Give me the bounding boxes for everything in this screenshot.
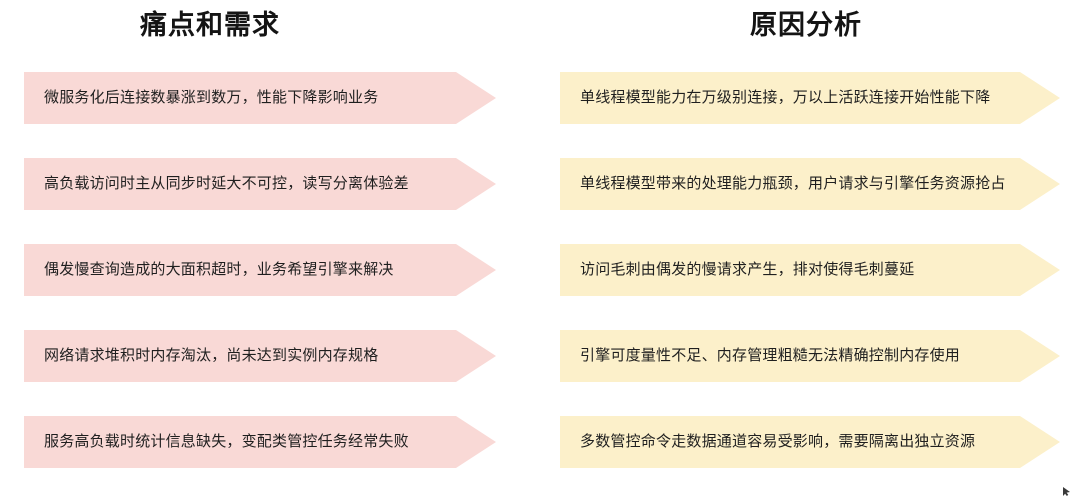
list-item[interactable]: 单线程模型能力在万级别连接，万以上活跃连接开始性能下降 (540, 72, 1080, 124)
arrow-banner[interactable]: 偶发慢查询造成的大面积超时，业务希望引擎来解决 (24, 244, 496, 296)
list-item[interactable]: 网络请求堆积时内存淘汰，尚未达到实例内存规格 (0, 330, 540, 382)
arrow-list-cause-analysis: 单线程模型能力在万级别连接，万以上活跃连接开始性能下降 单线程模型带来的处理能力… (540, 72, 1080, 502)
list-item[interactable]: 引擎可度量性不足、内存管理粗糙无法精确控制内存使用 (540, 330, 1080, 382)
list-item[interactable]: 高负载访问时主从同步时延大不可控，读写分离体验差 (0, 158, 540, 210)
arrow-label: 多数管控命令走数据通道容易受影响，需要隔离出独立资源 (580, 433, 976, 450)
arrow-label: 单线程模型带来的处理能力瓶颈，用户请求与引擎任务资源抢占 (580, 175, 1006, 192)
list-item[interactable]: 单线程模型带来的处理能力瓶颈，用户请求与引擎任务资源抢占 (540, 158, 1080, 210)
column-cause-analysis: 原因分析 单线程模型能力在万级别连接，万以上活跃连接开始性能下降 单线程模型带来… (540, 0, 1080, 501)
mouse-cursor-icon (1063, 487, 1070, 496)
arrow-list-pain-points: 微服务化后连接数暴涨到数万，性能下降影响业务 高负载访问时主从同步时延大不可控，… (0, 72, 540, 502)
arrow-banner[interactable]: 高负载访问时主从同步时延大不可控，读写分离体验差 (24, 158, 496, 210)
list-item[interactable]: 访问毛刺由偶发的慢请求产生，排对使得毛刺蔓延 (540, 244, 1080, 296)
list-item[interactable]: 多数管控命令走数据通道容易受影响，需要隔离出独立资源 (540, 416, 1080, 468)
arrow-label: 高负载访问时主从同步时延大不可控，读写分离体验差 (44, 175, 409, 192)
arrow-banner[interactable]: 网络请求堆积时内存淘汰，尚未达到实例内存规格 (24, 330, 496, 382)
arrow-label: 网络请求堆积时内存淘汰，尚未达到实例内存规格 (44, 347, 379, 364)
list-item[interactable]: 服务高负载时统计信息缺失，变配类管控任务经常失败 (0, 416, 540, 468)
arrow-banner[interactable]: 引擎可度量性不足、内存管理粗糙无法精确控制内存使用 (560, 330, 1060, 382)
arrow-label: 访问毛刺由偶发的慢请求产生，排对使得毛刺蔓延 (580, 261, 915, 278)
list-item[interactable]: 偶发慢查询造成的大面积超时，业务希望引擎来解决 (0, 244, 540, 296)
arrow-label: 偶发慢查询造成的大面积超时，业务希望引擎来解决 (44, 261, 394, 278)
arrow-banner[interactable]: 单线程模型带来的处理能力瓶颈，用户请求与引擎任务资源抢占 (560, 158, 1060, 210)
arrow-banner[interactable]: 单线程模型能力在万级别连接，万以上活跃连接开始性能下降 (560, 72, 1060, 124)
arrow-banner[interactable]: 访问毛刺由偶发的慢请求产生，排对使得毛刺蔓延 (560, 244, 1060, 296)
arrow-label: 单线程模型能力在万级别连接，万以上活跃连接开始性能下降 (580, 89, 991, 106)
arrow-banner[interactable]: 微服务化后连接数暴涨到数万，性能下降影响业务 (24, 72, 496, 124)
arrow-label: 微服务化后连接数暴涨到数万，性能下降影响业务 (44, 89, 379, 106)
arrow-banner[interactable]: 服务高负载时统计信息缺失，变配类管控任务经常失败 (24, 416, 496, 468)
column-pain-points: 痛点和需求 微服务化后连接数暴涨到数万，性能下降影响业务 高负载访问时主从同步时… (0, 0, 540, 501)
arrow-banner[interactable]: 多数管控命令走数据通道容易受影响，需要隔离出独立资源 (560, 416, 1060, 468)
column-title-pain-points: 痛点和需求 (140, 10, 280, 40)
column-title-cause-analysis: 原因分析 (750, 10, 862, 40)
list-item[interactable]: 微服务化后连接数暴涨到数万，性能下降影响业务 (0, 72, 540, 124)
arrow-label: 引擎可度量性不足、内存管理粗糙无法精确控制内存使用 (580, 347, 961, 364)
arrow-label: 服务高负载时统计信息缺失，变配类管控任务经常失败 (44, 433, 409, 450)
